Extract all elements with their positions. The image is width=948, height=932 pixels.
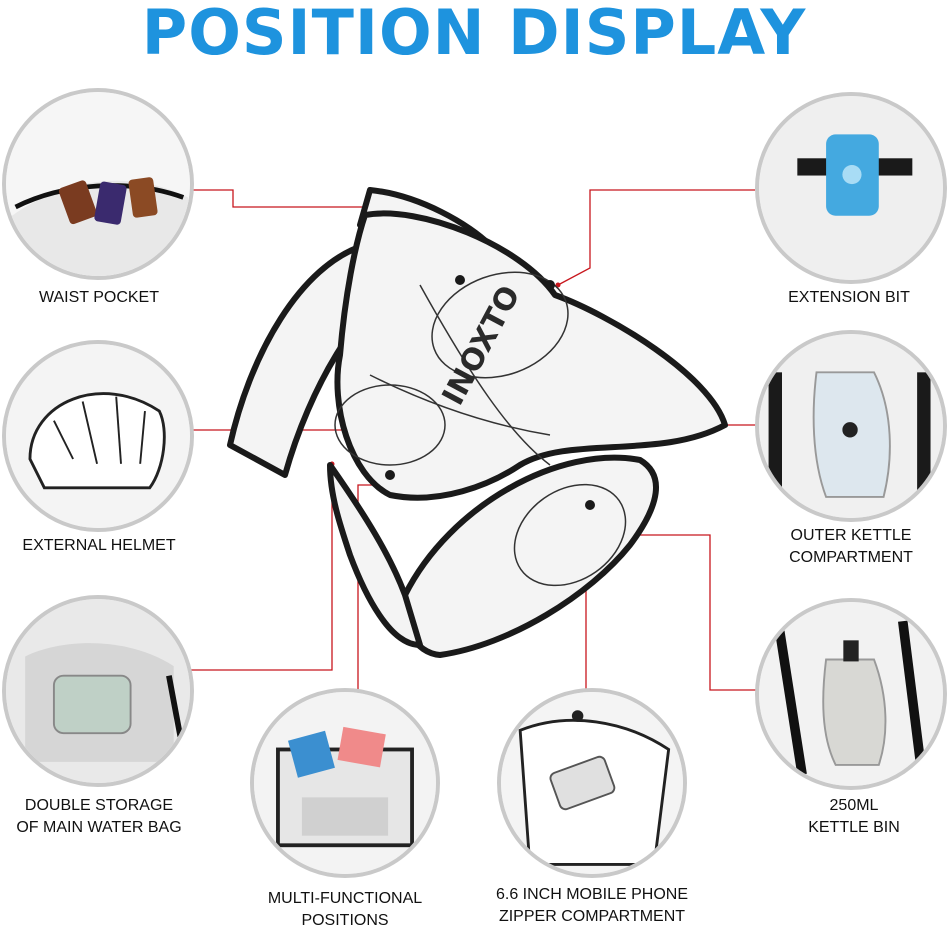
external-helmet-label: EXTERNAL HELMET [22, 537, 176, 554]
waist-pocket-label: WAIST POCKET [38, 289, 159, 306]
waist-pocket-photo [2, 88, 194, 280]
double-storage-label: DOUBLE STORAGE OF MAIN WATER BAG [16, 797, 182, 836]
external-helmet-photo [2, 340, 194, 532]
extension-bit-photo [755, 92, 947, 284]
double-storage-photo [2, 595, 194, 787]
outer-kettle-label: OUTER KETTLE COMPARTMENT [789, 527, 913, 566]
phone-compartment-label: 6.6 INCH MOBILE PHONE ZIPPER COMPARTMENT [495, 886, 689, 925]
multi-functional-label: MULTI-FUNCTIONAL POSITIONS [267, 890, 423, 929]
outer-kettle-photo [755, 330, 947, 522]
backpack-vest-illustration: INOXTO [227, 187, 728, 658]
kettle-bin-label: 250ML KETTLE BIN [808, 797, 900, 836]
extension-bit-label: EXTENSION BIT [788, 289, 910, 306]
multi-functional-photo [250, 688, 440, 878]
kettle-bin-photo [755, 598, 947, 790]
page-title: POSITION DISPLAY [141, 0, 807, 69]
phone-compartment-photo [497, 688, 687, 878]
